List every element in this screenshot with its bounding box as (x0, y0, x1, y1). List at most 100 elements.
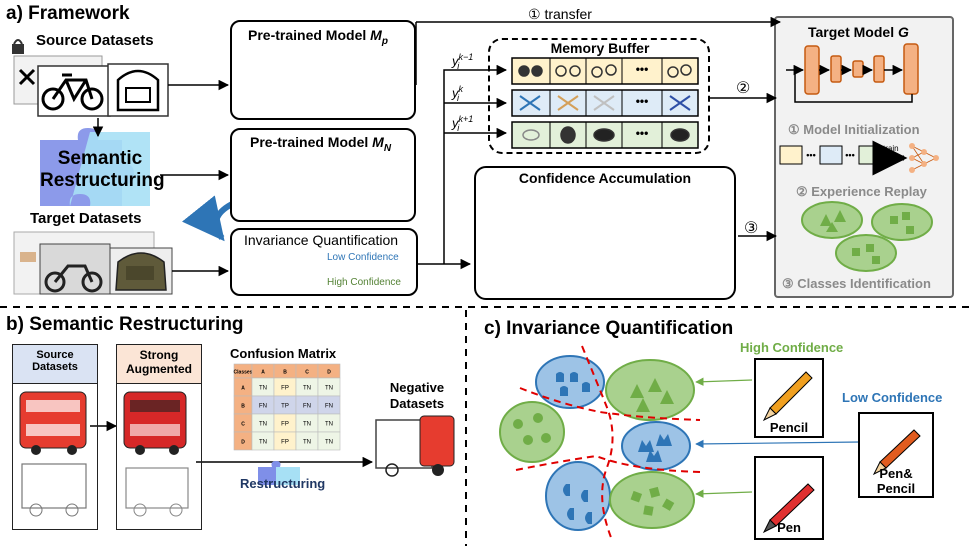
pretrained-mp-sub: p (381, 35, 388, 47)
target-model-title: Target Model G (808, 24, 909, 40)
y-kp1-sup: k+1 (458, 114, 474, 124)
y-km1-sup: k−1 (458, 52, 474, 62)
semantic-restructuring-title: b) Semantic Restructuring (6, 314, 244, 335)
mb-ellipsis-1: ••• (635, 62, 649, 76)
memory-buffer-rows (511, 57, 699, 149)
negative-line1: Negative (389, 380, 445, 395)
strong-line1: Strong (139, 348, 179, 362)
cm-cell-1-1: FN (259, 404, 267, 410)
iq-low-confidence-label: Low Confidence (327, 252, 399, 263)
step-3-marker: ③ (744, 220, 759, 237)
blue-curved-arrow (181, 195, 234, 242)
target-model-symbol: G (897, 24, 909, 40)
cm-cell-2-4: TN (325, 422, 333, 428)
iq-high-confidence-label: High Confidence (327, 277, 401, 288)
cm-cell-2-0: C (241, 422, 245, 428)
source-line2: Datasets (32, 361, 78, 373)
pretrained-model-mn-box (230, 128, 416, 222)
y-k-base: y (452, 85, 459, 101)
train-label: train (883, 144, 899, 153)
cm-cell-1-0: B (241, 404, 245, 410)
invariance-quantification-title: Invariance Quantification (244, 232, 399, 248)
step-2-marker: ② (736, 80, 751, 97)
network-g (786, 43, 919, 103)
pretrained-model-mp-title: Pre-trained Model Mp (248, 27, 388, 47)
y-kp1-sub: i (457, 122, 460, 133)
cm-header-1: A (261, 370, 265, 376)
cm-cell-0-4: TN (325, 386, 333, 392)
high-confidence-label: High Confidence (740, 340, 844, 355)
y-k-sub: i (457, 92, 459, 103)
pen-pencil-line1: Pen& (879, 466, 913, 481)
pretrained-mp-symbol: M (370, 27, 382, 43)
source-datasets-header: Source Datasets (12, 344, 98, 384)
cm-cell-3-0: D (241, 440, 245, 446)
invariance-quantification-section-title: c) Invariance Quantification (484, 318, 734, 339)
cm-cell-1-3: FN (303, 404, 311, 410)
y-km1-base: y (452, 53, 459, 69)
restructuring-label: Restructuring (240, 476, 326, 491)
experience-replay-clusters (801, 201, 933, 272)
iq-arrows (695, 377, 861, 498)
pretrained-mn-label: Pre-trained Model (250, 134, 373, 150)
pretrained-mp-label: Pre-trained Model (248, 27, 371, 43)
mi-ellipsis-2: ••• (845, 150, 855, 160)
cm-cell-3-2: FP (281, 440, 289, 446)
pencil-drawings (762, 371, 921, 534)
puzzle-pieces (40, 128, 150, 206)
pencil-box (754, 358, 824, 438)
pretrained-mn-symbol: M (372, 134, 384, 150)
confusion-matrix-title: Confusion Matrix (230, 346, 337, 361)
cm-header-3: C (305, 370, 309, 376)
pen-pencil-line2: Pencil (876, 481, 916, 496)
y-kp1-base: y (452, 115, 459, 131)
strong-line2: Augmented (126, 362, 192, 376)
pretrained-model-mn-title: Pre-trained Model MN (250, 134, 391, 154)
cm-cell-2-3: TN (303, 422, 311, 428)
cm-cell-0-0: A (241, 386, 245, 392)
cm-cell-0-2: FP (281, 386, 289, 392)
mb-ellipsis-3: ••• (635, 126, 649, 140)
mi-ellipsis-1: ••• (806, 150, 816, 160)
target-images (13, 231, 173, 295)
model-initialization-label: ① Model Initialization (788, 122, 920, 137)
target-model-label: Target Model (808, 24, 898, 40)
experience-replay-label: ② Experience Replay (796, 184, 927, 199)
invariance-quantification-box (230, 228, 418, 296)
cm-cell-2-2: FP (281, 422, 289, 428)
source-images (12, 39, 169, 117)
semantic-arrows (90, 420, 374, 468)
pen-pencil-label: Pen& Pencil (858, 466, 934, 496)
cm-cell-0-3: TN (303, 386, 311, 392)
cm-cell-1-4: FN (325, 404, 333, 410)
cm-cell-3-3: TN (303, 440, 311, 446)
cm-cell-3-4: TN (325, 440, 333, 446)
model-init-row (779, 140, 939, 176)
pen-box (754, 456, 824, 540)
target-datasets-label: Target Datasets (30, 210, 142, 227)
source-line1: Source (36, 349, 74, 361)
cm-header-0: Classes (234, 370, 253, 376)
restructuring-puzzle (258, 461, 300, 485)
confidence-accumulation-title: Confidence Accumulation (518, 170, 692, 186)
cm-cell-0-1: TN (259, 386, 267, 392)
framework-arrows (92, 16, 782, 277)
pretrained-mn-sub: N (383, 142, 392, 154)
low-confidence-label: Low Confidence (842, 390, 943, 405)
pen-pencil-box (858, 412, 934, 498)
y-label-kp1: yk+1i (452, 114, 473, 133)
mb-ellipsis-2: ••• (635, 94, 649, 108)
bus-images (19, 391, 455, 517)
memory-buffer-title: Memory Buffer (540, 40, 660, 56)
memory-buffer-box (488, 38, 710, 154)
framework-title: a) Framework (6, 3, 130, 24)
y-k-sup: k (458, 84, 464, 94)
source-datasets-label: Source Datasets (36, 32, 154, 49)
cm-cell-3-1: TN (259, 440, 267, 446)
negative-line2: Datasets (389, 396, 445, 411)
semantic-restructuring-line2: Restructuring (40, 170, 165, 191)
y-label-km1: yk−1i (452, 52, 473, 71)
y-km1-sub: i (457, 60, 460, 71)
negative-datasets-label: Negative Datasets (374, 380, 460, 412)
